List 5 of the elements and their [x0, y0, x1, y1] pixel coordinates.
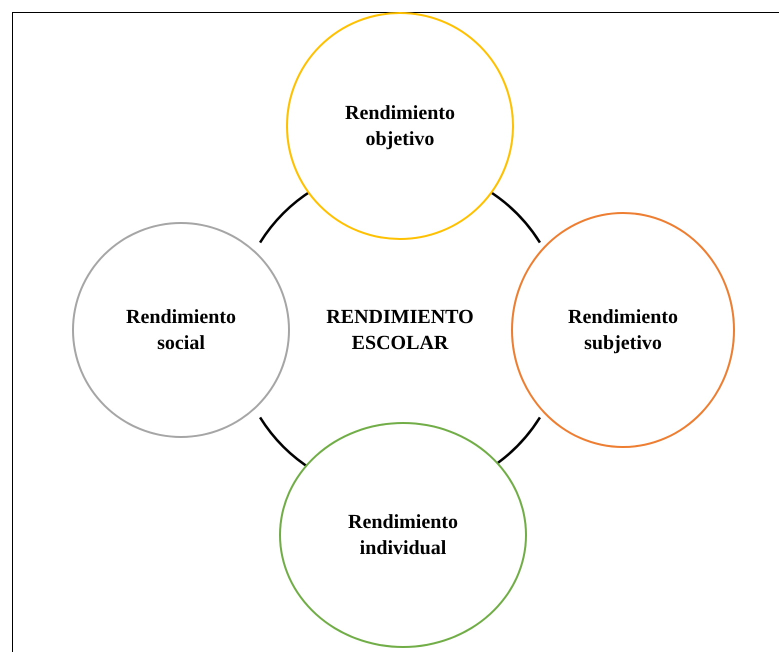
node-label: RENDIMIENTO ESCOLAR	[325, 305, 475, 356]
node-label: Rendimiento objetivo	[344, 101, 456, 152]
node-label: Rendimiento subjetivo	[567, 305, 679, 356]
node-label: Rendimiento social	[125, 305, 237, 356]
node-label: Rendimiento individual	[347, 510, 459, 561]
